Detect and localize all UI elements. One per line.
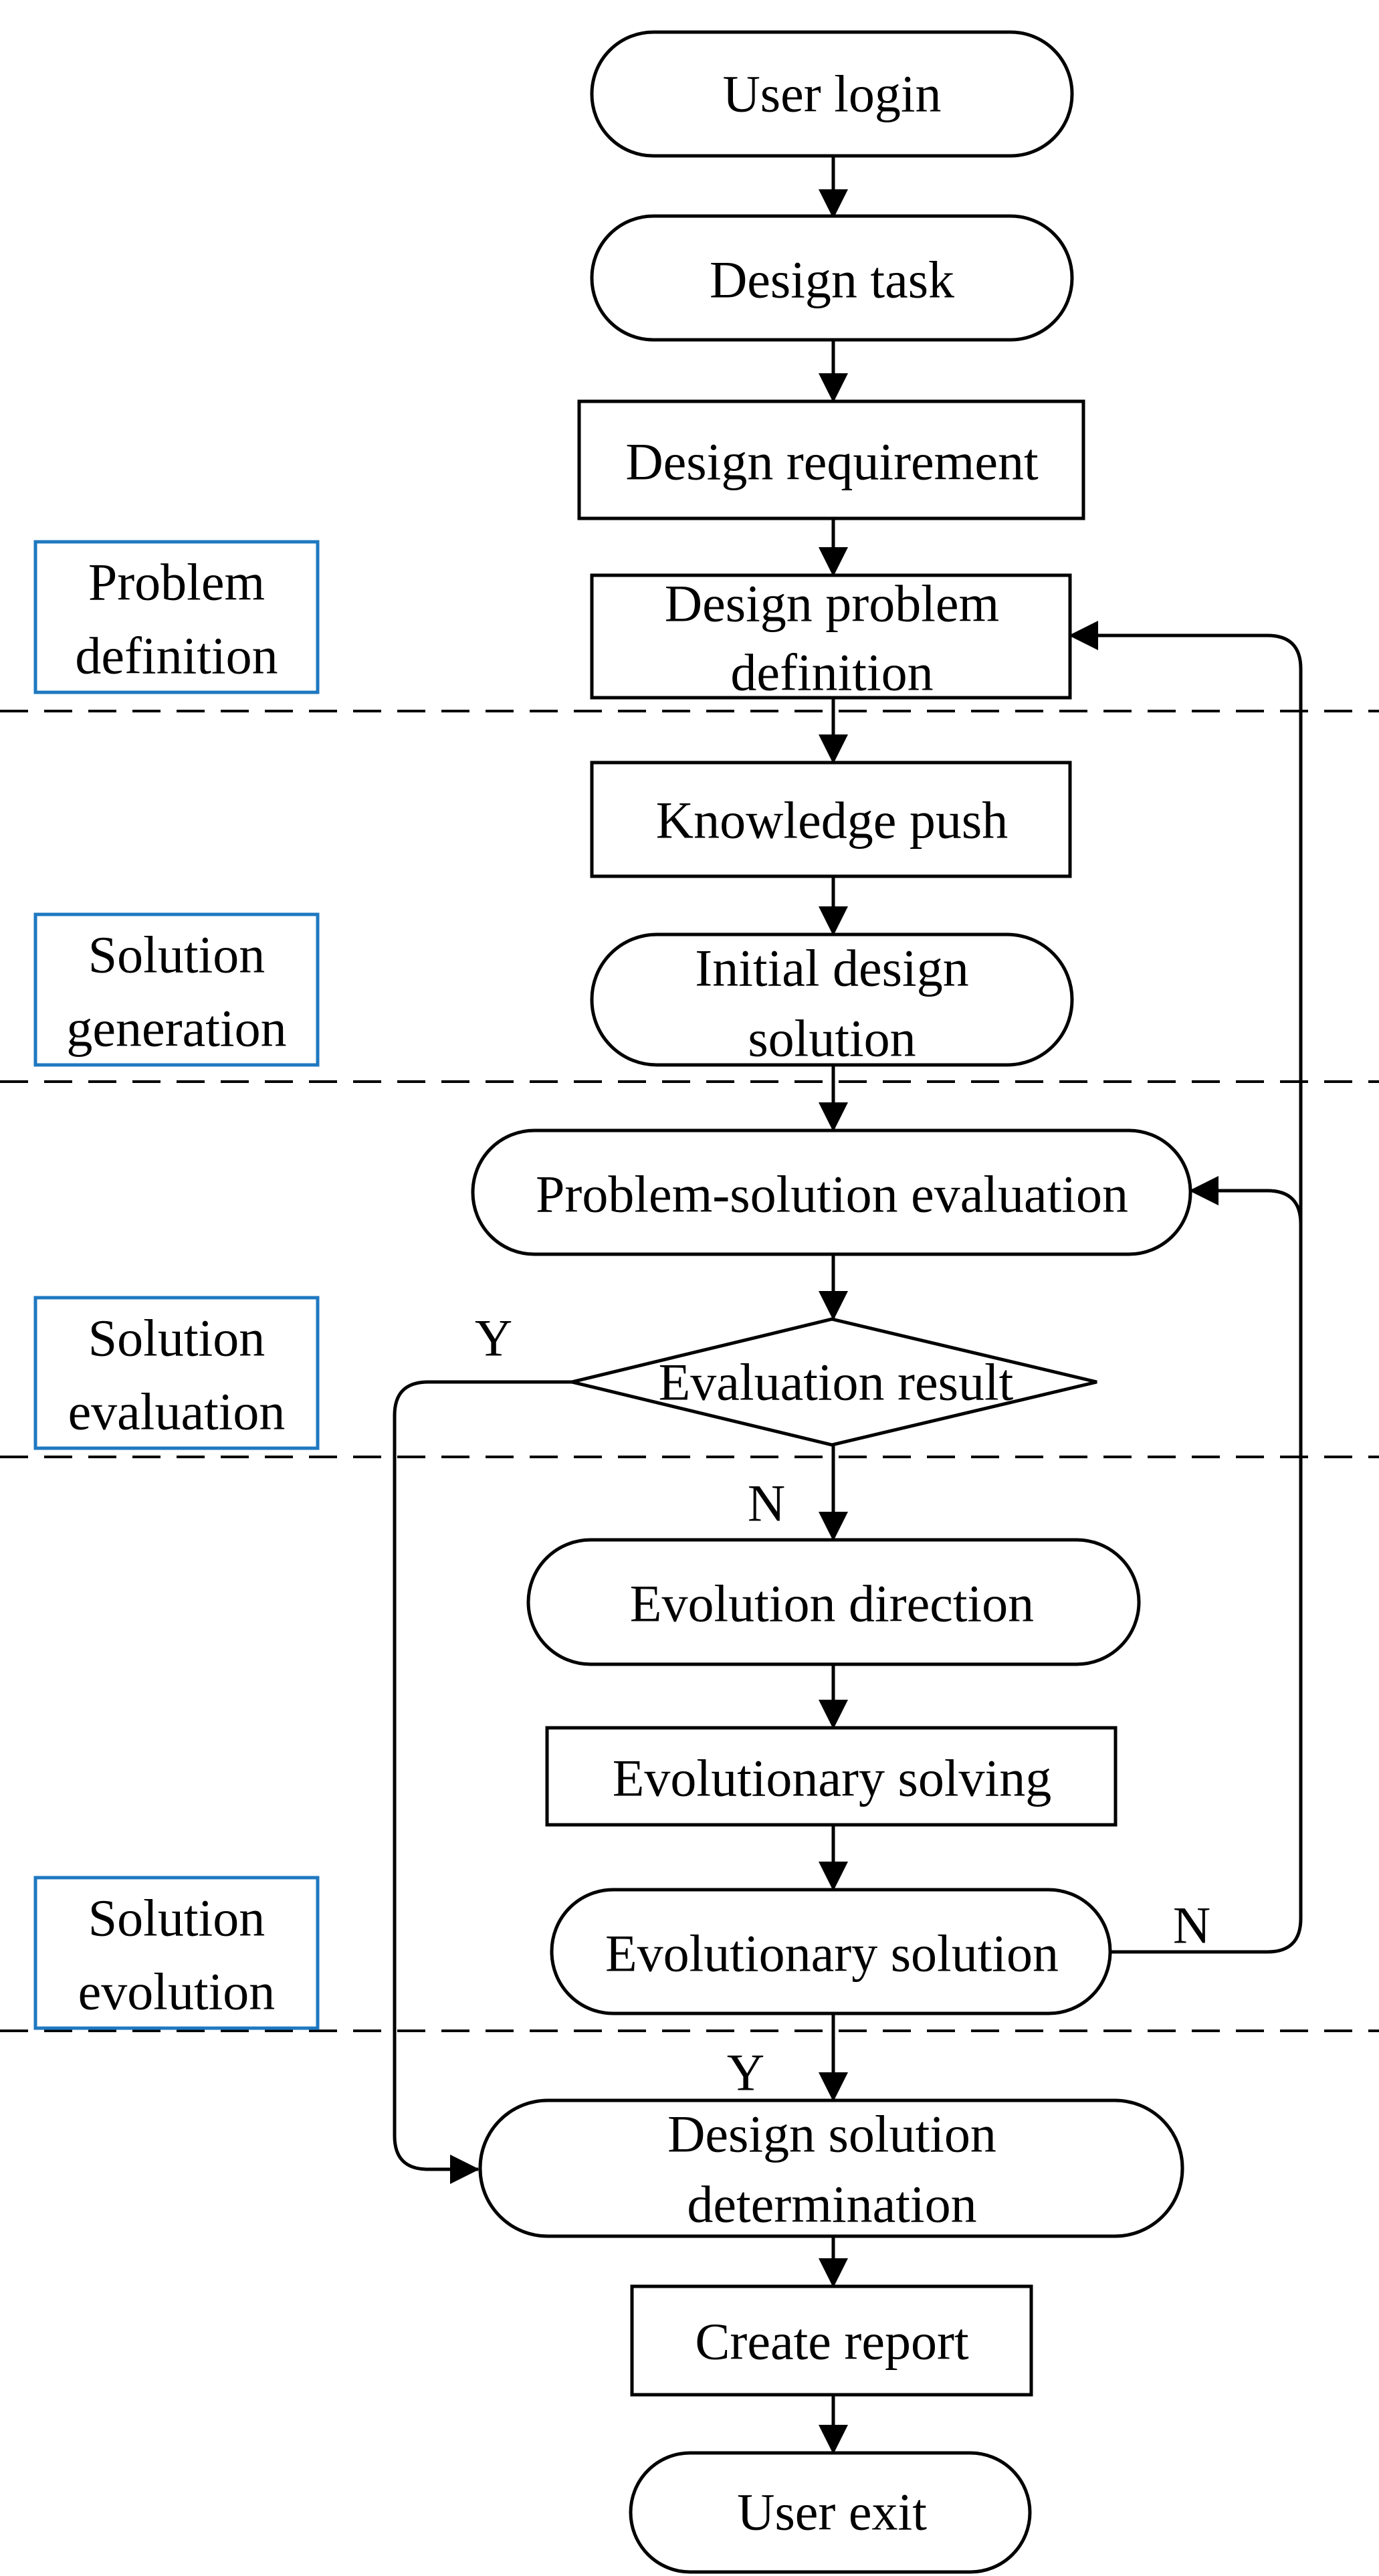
node-design-requirement-label: Design requirement — [625, 433, 1039, 491]
stage-problem-definition-line1: Problem — [88, 553, 265, 611]
node-user-exit-label: User exit — [737, 2483, 927, 2541]
stage-solution-generation-line2: generation — [66, 999, 286, 1058]
node-user-exit: User exit — [629, 2451, 1032, 2574]
node-user-login: User login — [590, 30, 1074, 158]
node-problem-solution-evaluation-label: Problem-solution evaluation — [536, 1165, 1128, 1223]
edge-result-yes-to-determination — [393, 1380, 572, 2184]
stage-problem-definition: Problem definition — [33, 540, 320, 694]
branch-label-eval-no: N — [748, 1474, 785, 1532]
node-design-task: Design task — [590, 214, 1074, 342]
node-evolutionary-solving: Evolutionary solving — [545, 1726, 1118, 1827]
node-create-report-label: Create report — [695, 2312, 969, 2371]
node-user-login-label: User login — [722, 65, 941, 123]
node-evolutionary-solution-label: Evolutionary solution — [605, 1924, 1059, 1983]
node-design-solution-determination: Design solution determination — [478, 2098, 1184, 2238]
stage-solution-evolution-line2: evolution — [78, 1963, 276, 2021]
node-design-problem-definition: Design problem definition — [590, 573, 1072, 702]
edge-solution-no-to-problem — [1069, 621, 1303, 1954]
node-initial-design-solution: Initial design solution — [590, 932, 1074, 1068]
branch-label-eval-yes: Y — [475, 1309, 512, 1367]
stage-problem-definition-line2: definition — [75, 627, 278, 685]
node-design-solution-determination-line1: Design solution — [667, 2105, 996, 2163]
node-design-problem-definition-line1: Design problem — [665, 575, 999, 633]
stage-solution-evolution-line1: Solution — [88, 1889, 265, 1947]
node-knowledge-push-label: Knowledge push — [656, 791, 1008, 850]
node-design-requirement: Design requirement — [577, 399, 1085, 520]
branch-label-evolution-no: N — [1173, 1896, 1210, 1955]
node-evolutionary-solving-label: Evolutionary solving — [613, 1749, 1051, 1807]
edge-loop-to-evaluation — [1189, 1176, 1303, 1225]
node-evaluation-result-label: Evaluation result — [659, 1353, 1014, 1411]
node-design-task-label: Design task — [710, 251, 954, 309]
node-initial-design-solution-line2: solution — [748, 1009, 916, 1068]
node-knowledge-push: Knowledge push — [590, 761, 1072, 878]
node-evolution-direction: Evolution direction — [526, 1538, 1141, 1666]
node-evolution-direction-label: Evolution direction — [630, 1575, 1034, 1633]
stage-solution-generation-line1: Solution — [88, 926, 265, 984]
stage-solution-evolution: Solution evolution — [33, 1876, 320, 2030]
node-evaluation-result: Evaluation result — [571, 1317, 1097, 1447]
node-initial-design-solution-line1: Initial design — [695, 939, 968, 997]
node-create-report: Create report — [630, 2284, 1033, 2397]
node-problem-solution-evaluation: Problem-solution evaluation — [471, 1128, 1192, 1256]
stage-solution-generation: Solution generation — [33, 912, 320, 1067]
branch-label-evolution-yes: Y — [727, 2044, 764, 2102]
stage-solution-evaluation-line2: evaluation — [68, 1383, 286, 1441]
node-evolutionary-solution: Evolutionary solution — [550, 1888, 1112, 2015]
node-design-problem-definition-line2: definition — [730, 643, 933, 702]
node-design-solution-determination-line2: determination — [687, 2175, 976, 2234]
stage-solution-evaluation: Solution evaluation — [33, 1296, 320, 1450]
stage-solution-evaluation-line1: Solution — [88, 1309, 265, 1367]
